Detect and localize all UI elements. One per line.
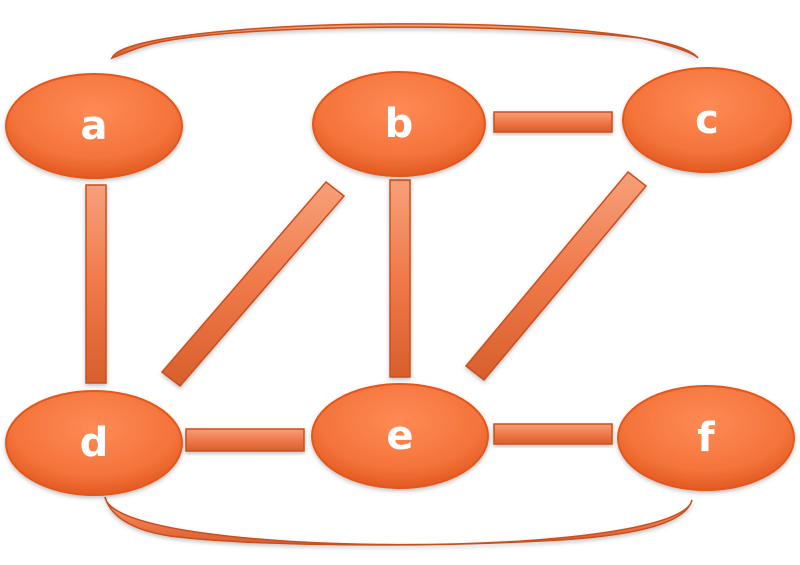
node-f: f — [617, 385, 795, 491]
node-a-label: a — [81, 103, 108, 149]
node-f-label: f — [697, 415, 715, 461]
edge-a-d — [85, 184, 107, 384]
edge-c-e — [464, 170, 648, 382]
edge-e-f — [493, 423, 613, 445]
node-c: c — [622, 67, 792, 173]
edge-b-c — [493, 111, 613, 133]
node-e: e — [311, 383, 489, 489]
node-d: d — [5, 390, 183, 496]
node-d-label: d — [80, 420, 109, 466]
node-c-label: c — [695, 97, 719, 143]
edge-d-e — [185, 428, 305, 452]
edge-a-c — [110, 23, 699, 60]
node-b: b — [312, 71, 486, 177]
edge-b-d — [160, 180, 346, 388]
edge-d-f — [104, 496, 693, 546]
edge-b-e — [389, 179, 411, 378]
node-e-label: e — [386, 413, 413, 459]
node-b-label: b — [385, 101, 414, 147]
node-a: a — [5, 73, 183, 179]
